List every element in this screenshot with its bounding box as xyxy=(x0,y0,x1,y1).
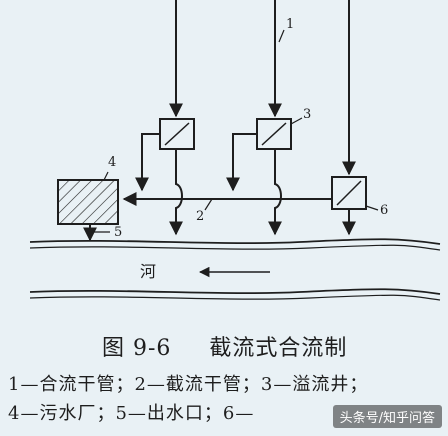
figure-number: 图 9-6 xyxy=(102,336,172,361)
label-6-leader xyxy=(365,205,379,211)
river-bank-top xyxy=(29,238,441,245)
label-1-leader xyxy=(278,29,285,43)
river-label: 河 xyxy=(140,262,157,281)
river-bank-top-inner xyxy=(29,244,441,251)
overflow-drop-left xyxy=(169,149,183,236)
watermark: 头条号/知乎问答 xyxy=(332,405,442,428)
label-3: 3 xyxy=(303,107,312,122)
river-bank-bottom-inner xyxy=(29,294,441,301)
label-2-leader xyxy=(204,198,213,211)
legend-line-1: 1—合流干管；2—截流干管；3—溢流井； xyxy=(8,374,369,395)
label-5: 5 xyxy=(114,225,123,240)
overflow-branch-left-a xyxy=(135,133,160,192)
overflow-branch-middle-a xyxy=(226,133,257,192)
sewage-treatment-plant xyxy=(57,179,119,225)
figure-title: 截流式合流制 xyxy=(209,336,348,361)
label-6: 6 xyxy=(380,203,389,218)
figure-caption: 图 9-6 截流式合流制 xyxy=(102,338,347,360)
overflow-drop-middle xyxy=(268,149,282,236)
river-bank-bottom xyxy=(29,288,441,295)
legend-line-2: 4—污水厂；5—出水口；6— xyxy=(8,403,255,424)
label-4: 4 xyxy=(108,155,117,170)
label-3-leader xyxy=(290,117,303,125)
label-2: 2 xyxy=(196,209,205,224)
label-1: 1 xyxy=(286,17,295,32)
label-4-leader xyxy=(103,171,109,181)
